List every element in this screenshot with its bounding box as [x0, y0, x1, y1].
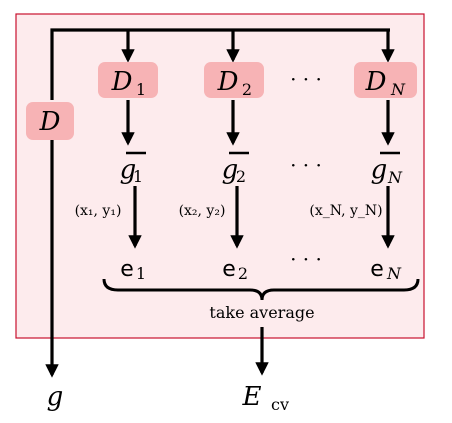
- subset-label-1: D: [111, 67, 133, 97]
- subset-sub-n: N: [390, 80, 406, 99]
- subset-sub-2: 2: [242, 80, 252, 99]
- cv-error-label: E: [242, 382, 262, 412]
- cv-error-sub: cv: [271, 395, 289, 414]
- subset-column-1: D 1 g 1 (x₁, y₁) e 1: [75, 62, 158, 283]
- final-model-label: g: [47, 382, 64, 412]
- model-label-2: g: [222, 155, 239, 185]
- subset-box-2: [204, 62, 264, 98]
- ellipsis-models: · · ·: [290, 153, 322, 177]
- subset-column-n: D N g N (x_N, y_N) e N: [309, 62, 417, 283]
- model-label-1: g: [120, 155, 137, 185]
- pair-label-n: (x_N, y_N): [309, 203, 382, 219]
- pair-label-2: (x₂, y₂): [179, 203, 226, 219]
- subset-sub-1: 1: [136, 80, 146, 99]
- error-sub-1: 1: [136, 264, 146, 283]
- dataset-label: D: [39, 107, 61, 137]
- model-sub-n: N: [387, 168, 403, 187]
- average-brace: [102, 278, 420, 301]
- ellipsis-errors: · · ·: [290, 247, 322, 271]
- subset-label-n: D: [365, 67, 387, 97]
- dataset-box: D: [26, 102, 74, 140]
- ellipsis-subsets: · · ·: [290, 67, 322, 91]
- subset-box-1: [98, 62, 158, 98]
- subset-column-2: D 2 g 2 (x₂, y₂) e 2: [179, 62, 264, 283]
- model-sub-2: 2: [236, 167, 246, 186]
- error-label-n: e: [370, 257, 384, 282]
- error-label-2: e: [222, 257, 236, 282]
- error-sub-2: 2: [238, 264, 248, 283]
- distribution-lines: [45, 28, 395, 378]
- error-label-1: e: [120, 257, 134, 282]
- model-sub-1: 1: [133, 167, 143, 186]
- subset-label-2: D: [217, 67, 239, 97]
- subset-box-n: [354, 62, 417, 98]
- dataset-box-bg: [26, 102, 74, 140]
- pair-label-1: (x₁, y₁): [75, 203, 122, 219]
- error-sub-n: N: [386, 264, 402, 283]
- average-label: take average: [209, 303, 314, 322]
- model-label-n: g: [371, 155, 388, 185]
